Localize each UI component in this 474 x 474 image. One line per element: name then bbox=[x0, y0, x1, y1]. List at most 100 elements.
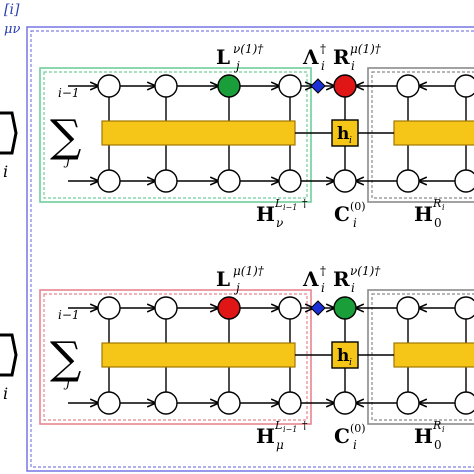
mps-node bbox=[154, 296, 178, 320]
label-lambda: Λ bbox=[302, 267, 319, 291]
site-node bbox=[333, 74, 357, 98]
corner-label-top: [i] bbox=[4, 2, 20, 18]
label-C-sup: (0) bbox=[350, 200, 366, 213]
sum-upper-limit: i−1 bbox=[58, 86, 80, 100]
label-L-sup: ν(1)† bbox=[233, 42, 264, 56]
label-H-right: H bbox=[414, 202, 433, 226]
label-C-sub: i bbox=[353, 216, 357, 230]
label-R-sup: ν(1)† bbox=[350, 264, 381, 278]
mps-node bbox=[454, 169, 474, 193]
highlighted-node bbox=[217, 74, 241, 98]
label-H-left-sup-sub: i−1 bbox=[283, 425, 297, 434]
label-lambda-sub: i bbox=[321, 281, 325, 295]
label-C-sup: (0) bbox=[350, 422, 366, 435]
lambda-diamond bbox=[310, 78, 326, 94]
label-H-left: H bbox=[256, 202, 275, 226]
label-H-left-sup-tail: † bbox=[302, 197, 308, 210]
left-box-lower bbox=[39, 289, 312, 425]
site-node bbox=[333, 169, 357, 193]
label-L: L bbox=[216, 267, 230, 291]
right-box-inner-upper bbox=[371, 71, 474, 199]
lambda-diamond bbox=[310, 300, 326, 316]
label-H-left-sub: μ bbox=[276, 438, 284, 452]
right-box-inner-lower bbox=[371, 293, 474, 421]
outer-frame bbox=[26, 26, 474, 472]
mps-node bbox=[97, 74, 121, 98]
mps-node bbox=[454, 296, 474, 320]
outer-frame-inner bbox=[30, 30, 474, 468]
h-block bbox=[331, 341, 359, 369]
label-H-right-sub: 0 bbox=[434, 216, 442, 230]
left-environment-bar bbox=[101, 342, 296, 368]
left-box-upper bbox=[39, 67, 312, 203]
site-node bbox=[333, 296, 357, 320]
label-L: L bbox=[216, 45, 230, 69]
h-block-sub: i bbox=[349, 136, 352, 146]
label-C-sub: i bbox=[353, 438, 357, 452]
label-R: R bbox=[333, 267, 350, 291]
label-R: R bbox=[333, 45, 350, 69]
label-R-sub: i bbox=[351, 281, 355, 295]
site-node bbox=[333, 391, 357, 415]
label-H-right: H bbox=[414, 424, 433, 448]
mps-node bbox=[396, 74, 420, 98]
label-H-left-sup-tail: † bbox=[302, 419, 308, 432]
left-environment-bar bbox=[101, 120, 296, 146]
label-lambda: Λ bbox=[302, 45, 319, 69]
label-H-right-sup: R bbox=[432, 197, 441, 210]
label-H-right-sup-sub: i bbox=[442, 203, 445, 212]
mps-node bbox=[217, 391, 241, 415]
right-environment-bar bbox=[393, 120, 474, 146]
outer-sum-index: i bbox=[3, 384, 8, 403]
label-H-left-sup: L bbox=[274, 197, 282, 210]
mps-node bbox=[396, 296, 420, 320]
right-box-lower bbox=[367, 289, 474, 425]
outer-sum-glyph bbox=[0, 333, 18, 377]
label-C: C bbox=[334, 202, 350, 226]
mps-node bbox=[454, 391, 474, 415]
mps-node bbox=[278, 391, 302, 415]
right-environment-bar bbox=[393, 342, 474, 368]
h-block-label: h bbox=[337, 124, 349, 144]
mps-node bbox=[396, 169, 420, 193]
label-H-left-sub: ν bbox=[276, 216, 283, 230]
label-R-sup: μ(1)† bbox=[350, 42, 382, 56]
mps-node bbox=[154, 391, 178, 415]
label-H-left: H bbox=[256, 424, 275, 448]
outer-sum-index: i bbox=[3, 162, 8, 181]
label-L-sub: j bbox=[233, 59, 240, 73]
left-box-inner-lower bbox=[43, 293, 308, 421]
label-H-right-sup-sub: i bbox=[442, 425, 445, 434]
highlighted-node bbox=[217, 296, 241, 320]
label-H-right-sub: 0 bbox=[434, 438, 442, 452]
mps-node bbox=[278, 296, 302, 320]
label-C: C bbox=[334, 424, 350, 448]
mps-node bbox=[154, 74, 178, 98]
h-block-sub: i bbox=[349, 358, 352, 368]
outer-sum-glyph bbox=[0, 111, 18, 155]
sum-symbol: ∑ bbox=[50, 111, 81, 162]
mps-node bbox=[278, 169, 302, 193]
right-box-upper bbox=[367, 67, 474, 203]
mps-node bbox=[97, 296, 121, 320]
label-lambda-sup: † bbox=[320, 42, 326, 56]
mps-node bbox=[396, 391, 420, 415]
label-H-left-sup-sub: i−1 bbox=[283, 203, 297, 212]
sum-symbol: ∑ bbox=[50, 333, 81, 384]
label-H-left-sup: L bbox=[274, 419, 282, 432]
mps-node bbox=[97, 169, 121, 193]
label-H-right-sup: R bbox=[432, 419, 441, 432]
mps-node bbox=[154, 169, 178, 193]
label-L-sup: μ(1)† bbox=[233, 264, 265, 278]
sum-index: j bbox=[63, 154, 70, 169]
corner-label-bottom: μν bbox=[4, 22, 20, 37]
mps-node bbox=[97, 391, 121, 415]
sum-index: j bbox=[63, 376, 70, 391]
mps-node bbox=[454, 74, 474, 98]
label-lambda-sup: † bbox=[320, 264, 326, 278]
h-block bbox=[331, 119, 359, 147]
left-box-inner-upper bbox=[43, 71, 308, 199]
